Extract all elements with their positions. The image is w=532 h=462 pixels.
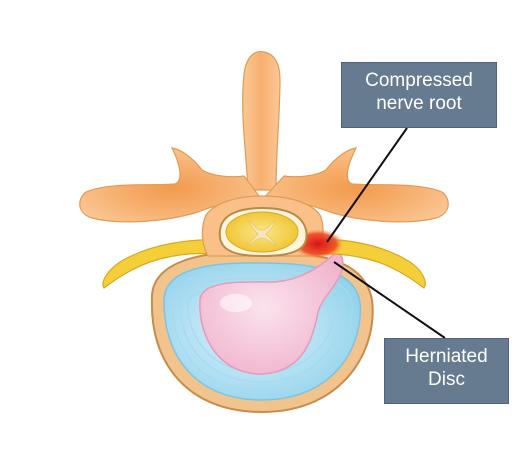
spinal-canal — [218, 206, 308, 258]
nerve-root-label-line-2: nerve root — [376, 93, 462, 114]
disc-label-line-1: Herniated — [405, 346, 488, 367]
left-transverse-process — [79, 147, 264, 223]
disc-label-line-2: Disc — [428, 369, 465, 390]
right-transverse-process — [260, 147, 449, 223]
nerve-root-leader-line — [326, 127, 408, 243]
intervertebral-disc — [150, 250, 374, 414]
herniated-disc-label: Herniated Disc — [384, 338, 509, 404]
nucleus-pulposus — [199, 253, 344, 375]
grey-matter — [247, 219, 277, 247]
left-nerve-root — [102, 239, 229, 289]
nerve-root-label-line-1: Compressed — [365, 70, 473, 91]
spinous-process — [242, 50, 281, 191]
compressed-nerve-root-label: Compressed nerve root — [341, 62, 497, 128]
disc-leader-line — [333, 261, 446, 339]
